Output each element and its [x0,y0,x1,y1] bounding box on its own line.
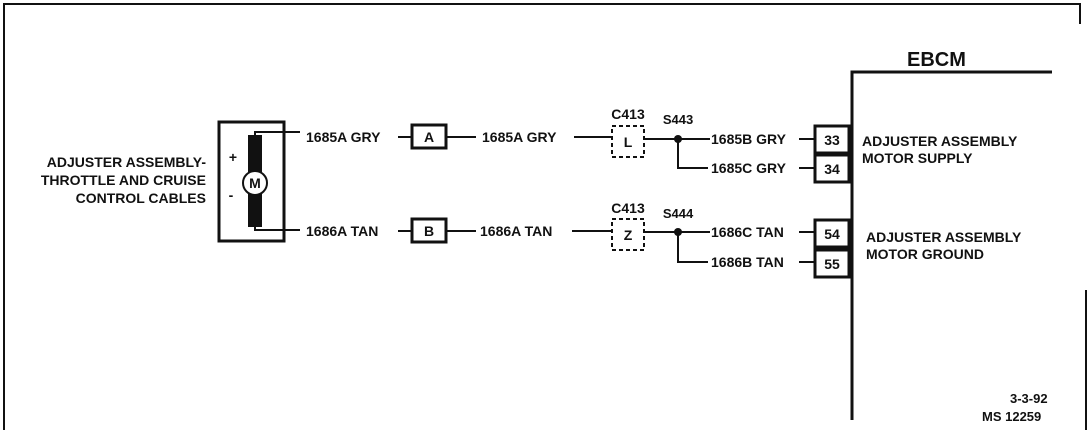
motor-lead-plus [254,131,300,135]
plus-sign: + [229,149,237,165]
supply-wire-c-label: 1685C GRY [711,160,787,176]
supply-function-line-1: ADJUSTER ASSEMBLY [862,133,1018,149]
pin-z-label: Z [624,227,633,243]
ground-wire-b-label: 1686B TAN [711,254,784,270]
motor-symbol: M [249,175,261,191]
ground-wire-c-label: 1686C TAN [711,224,784,240]
ground-function-line-1: ADJUSTER ASSEMBLY [866,229,1022,245]
supply-wire-mid-label: 1685A GRY [482,129,557,145]
supply-connector-c413-box [611,125,645,158]
ground-wire-b-branch [677,232,708,263]
supply-connector-c413-label: C413 [611,106,645,122]
ebcm-module: EBCM [850,49,1052,420]
ebcm-title: EBCM [907,49,966,71]
splice-s443-label: S443 [663,112,693,127]
connector-b-label: B [424,223,434,239]
adjuster-assembly: ADJUSTER ASSEMBLY- THROTTLE AND CRUISE C… [41,120,300,243]
supply-wire-c-branch [677,139,708,169]
footer-date: 3-3-92 [1010,391,1048,406]
component-label-line-3: CONTROL CABLES [76,190,206,206]
ground-function-line-2: MOTOR GROUND [866,246,984,262]
pin-33-box [813,124,851,155]
supply-wire-b-label: 1685B GRY [711,131,787,147]
supply-function-line-2: MOTOR SUPPLY [862,150,973,166]
pin-33-label: 33 [824,132,840,148]
pin-34-box [813,153,851,184]
connector-a-label: A [424,129,434,145]
footer-ref: MS 12259 [982,409,1041,424]
ebcm-outline [850,70,1052,420]
motor-symbol-circle [242,170,268,196]
splice-s444-label: S444 [663,206,694,221]
ground-connector-c413-label: C413 [611,200,645,216]
supply-circuit: 1685A GRY A 1685A GRY C413 L S443 1685B … [306,106,1018,184]
ground-wire-mid-label: 1686A TAN [480,223,552,239]
pin-l-label: L [624,134,633,150]
ground-wire-left-label: 1686A TAN [306,223,378,239]
motor-lead-minus [254,227,300,231]
component-box [217,120,286,243]
pin-55-label: 55 [824,256,840,272]
ground-circuit: 1686A TAN B 1686A TAN C413 Z S444 1686C … [306,200,1022,279]
component-label-line-1: ADJUSTER ASSEMBLY- [47,154,207,170]
supply-wire-left-label: 1685A GRY [306,129,381,145]
component-label-line-2: THROTTLE AND CRUISE [41,172,206,188]
pin-55-box [813,248,851,279]
minus-sign: - [229,187,234,203]
ground-connector-c413-box [611,218,645,251]
page-border [3,3,1081,430]
pin-54-label: 54 [824,226,840,242]
pin-54-box [813,218,851,249]
pin-34-label: 34 [824,161,840,177]
